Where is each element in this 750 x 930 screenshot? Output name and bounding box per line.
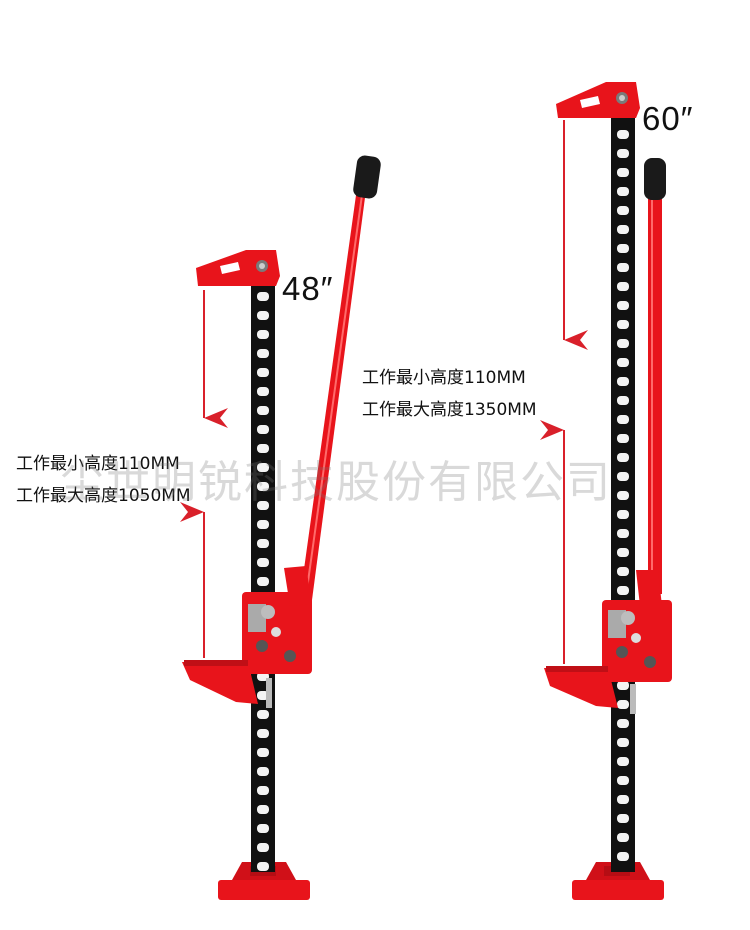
bar-hole: [257, 482, 269, 491]
jack-60-min-height: 工作最小高度110MM: [362, 368, 526, 388]
bar-hole: [257, 729, 269, 738]
bar-hole: [257, 805, 269, 814]
jack-60-size-label: 60″: [642, 100, 694, 137]
jack-60-mechanism: [544, 570, 672, 714]
bar-hole: [257, 843, 269, 852]
bar-hole: [617, 833, 629, 842]
jack-60-max-height: 工作最大高度1350MM: [362, 400, 537, 420]
bar-hole: [617, 434, 629, 443]
bar-hole: [617, 206, 629, 215]
bar-hole: [617, 320, 629, 329]
bar-hole: [617, 377, 629, 386]
bar-hole: [617, 776, 629, 785]
jack-60-top-clamp: [556, 82, 640, 118]
bar-hole: [257, 349, 269, 358]
bar-hole: [617, 719, 629, 728]
bar-hole: [617, 282, 629, 291]
bar-hole: [617, 757, 629, 766]
bar-hole: [257, 539, 269, 548]
bar-hole: [617, 149, 629, 158]
bar-hole: [617, 738, 629, 747]
jack-48-mechanism: [182, 566, 312, 708]
bar-hole: [617, 263, 629, 272]
bar-hole: [257, 710, 269, 719]
jack-48-bar: [251, 272, 275, 872]
bar-hole: [257, 368, 269, 377]
bar-hole: [257, 463, 269, 472]
bar-hole: [617, 795, 629, 804]
bar-hole: [257, 520, 269, 529]
bar-hole: [617, 586, 629, 595]
bar-hole: [257, 444, 269, 453]
bar-hole: [617, 168, 629, 177]
bar-hole: [257, 558, 269, 567]
bar-hole: [617, 301, 629, 310]
bar-hole: [257, 406, 269, 415]
bar-hole: [617, 396, 629, 405]
bar-hole: [257, 824, 269, 833]
bar-hole: [617, 415, 629, 424]
bar-hole: [257, 311, 269, 320]
bar-hole: [257, 330, 269, 339]
bar-hole: [617, 358, 629, 367]
bar-hole: [617, 548, 629, 557]
bar-hole: [257, 387, 269, 396]
jack-60-spec-block: 工作最小高度110MM 工作最大高度1350MM: [362, 362, 537, 426]
bar-hole: [257, 748, 269, 757]
bar-hole: [617, 814, 629, 823]
bar-hole: [257, 501, 269, 510]
bar-hole: [617, 852, 629, 861]
jack-48-min-height: 工作最小高度110MM: [16, 454, 180, 474]
bar-hole: [617, 491, 629, 500]
bar-hole: [257, 862, 269, 871]
bar-hole: [617, 130, 629, 139]
jack-48-size-label: 48″: [282, 270, 334, 307]
bar-hole: [617, 510, 629, 519]
jack-48-handle: [300, 155, 381, 600]
bar-hole: [617, 225, 629, 234]
bar-hole: [257, 767, 269, 776]
jack-48-top-clamp: [196, 250, 280, 286]
bar-hole: [617, 681, 629, 690]
bar-hole: [617, 567, 629, 576]
bar-hole: [617, 700, 629, 709]
bar-hole: [257, 786, 269, 795]
jack-60-handle: [644, 158, 666, 594]
bar-hole: [617, 453, 629, 462]
bar-hole: [617, 244, 629, 253]
bar-hole: [617, 529, 629, 538]
jack-48-max-height: 工作最大高度1050MM: [16, 486, 191, 506]
bar-hole: [617, 187, 629, 196]
jack-48-inch: [180, 155, 381, 900]
company-watermark: 尘世明锐科技股份有限公司: [60, 457, 612, 508]
jack-48-spec-block: 工作最小高度110MM 工作最大高度1050MM: [16, 448, 191, 512]
bar-hole: [257, 425, 269, 434]
bar-hole: [617, 339, 629, 348]
jack-60-inch: [540, 82, 672, 900]
bar-hole: [257, 292, 269, 301]
bar-hole: [617, 472, 629, 481]
bar-hole: [257, 577, 269, 586]
